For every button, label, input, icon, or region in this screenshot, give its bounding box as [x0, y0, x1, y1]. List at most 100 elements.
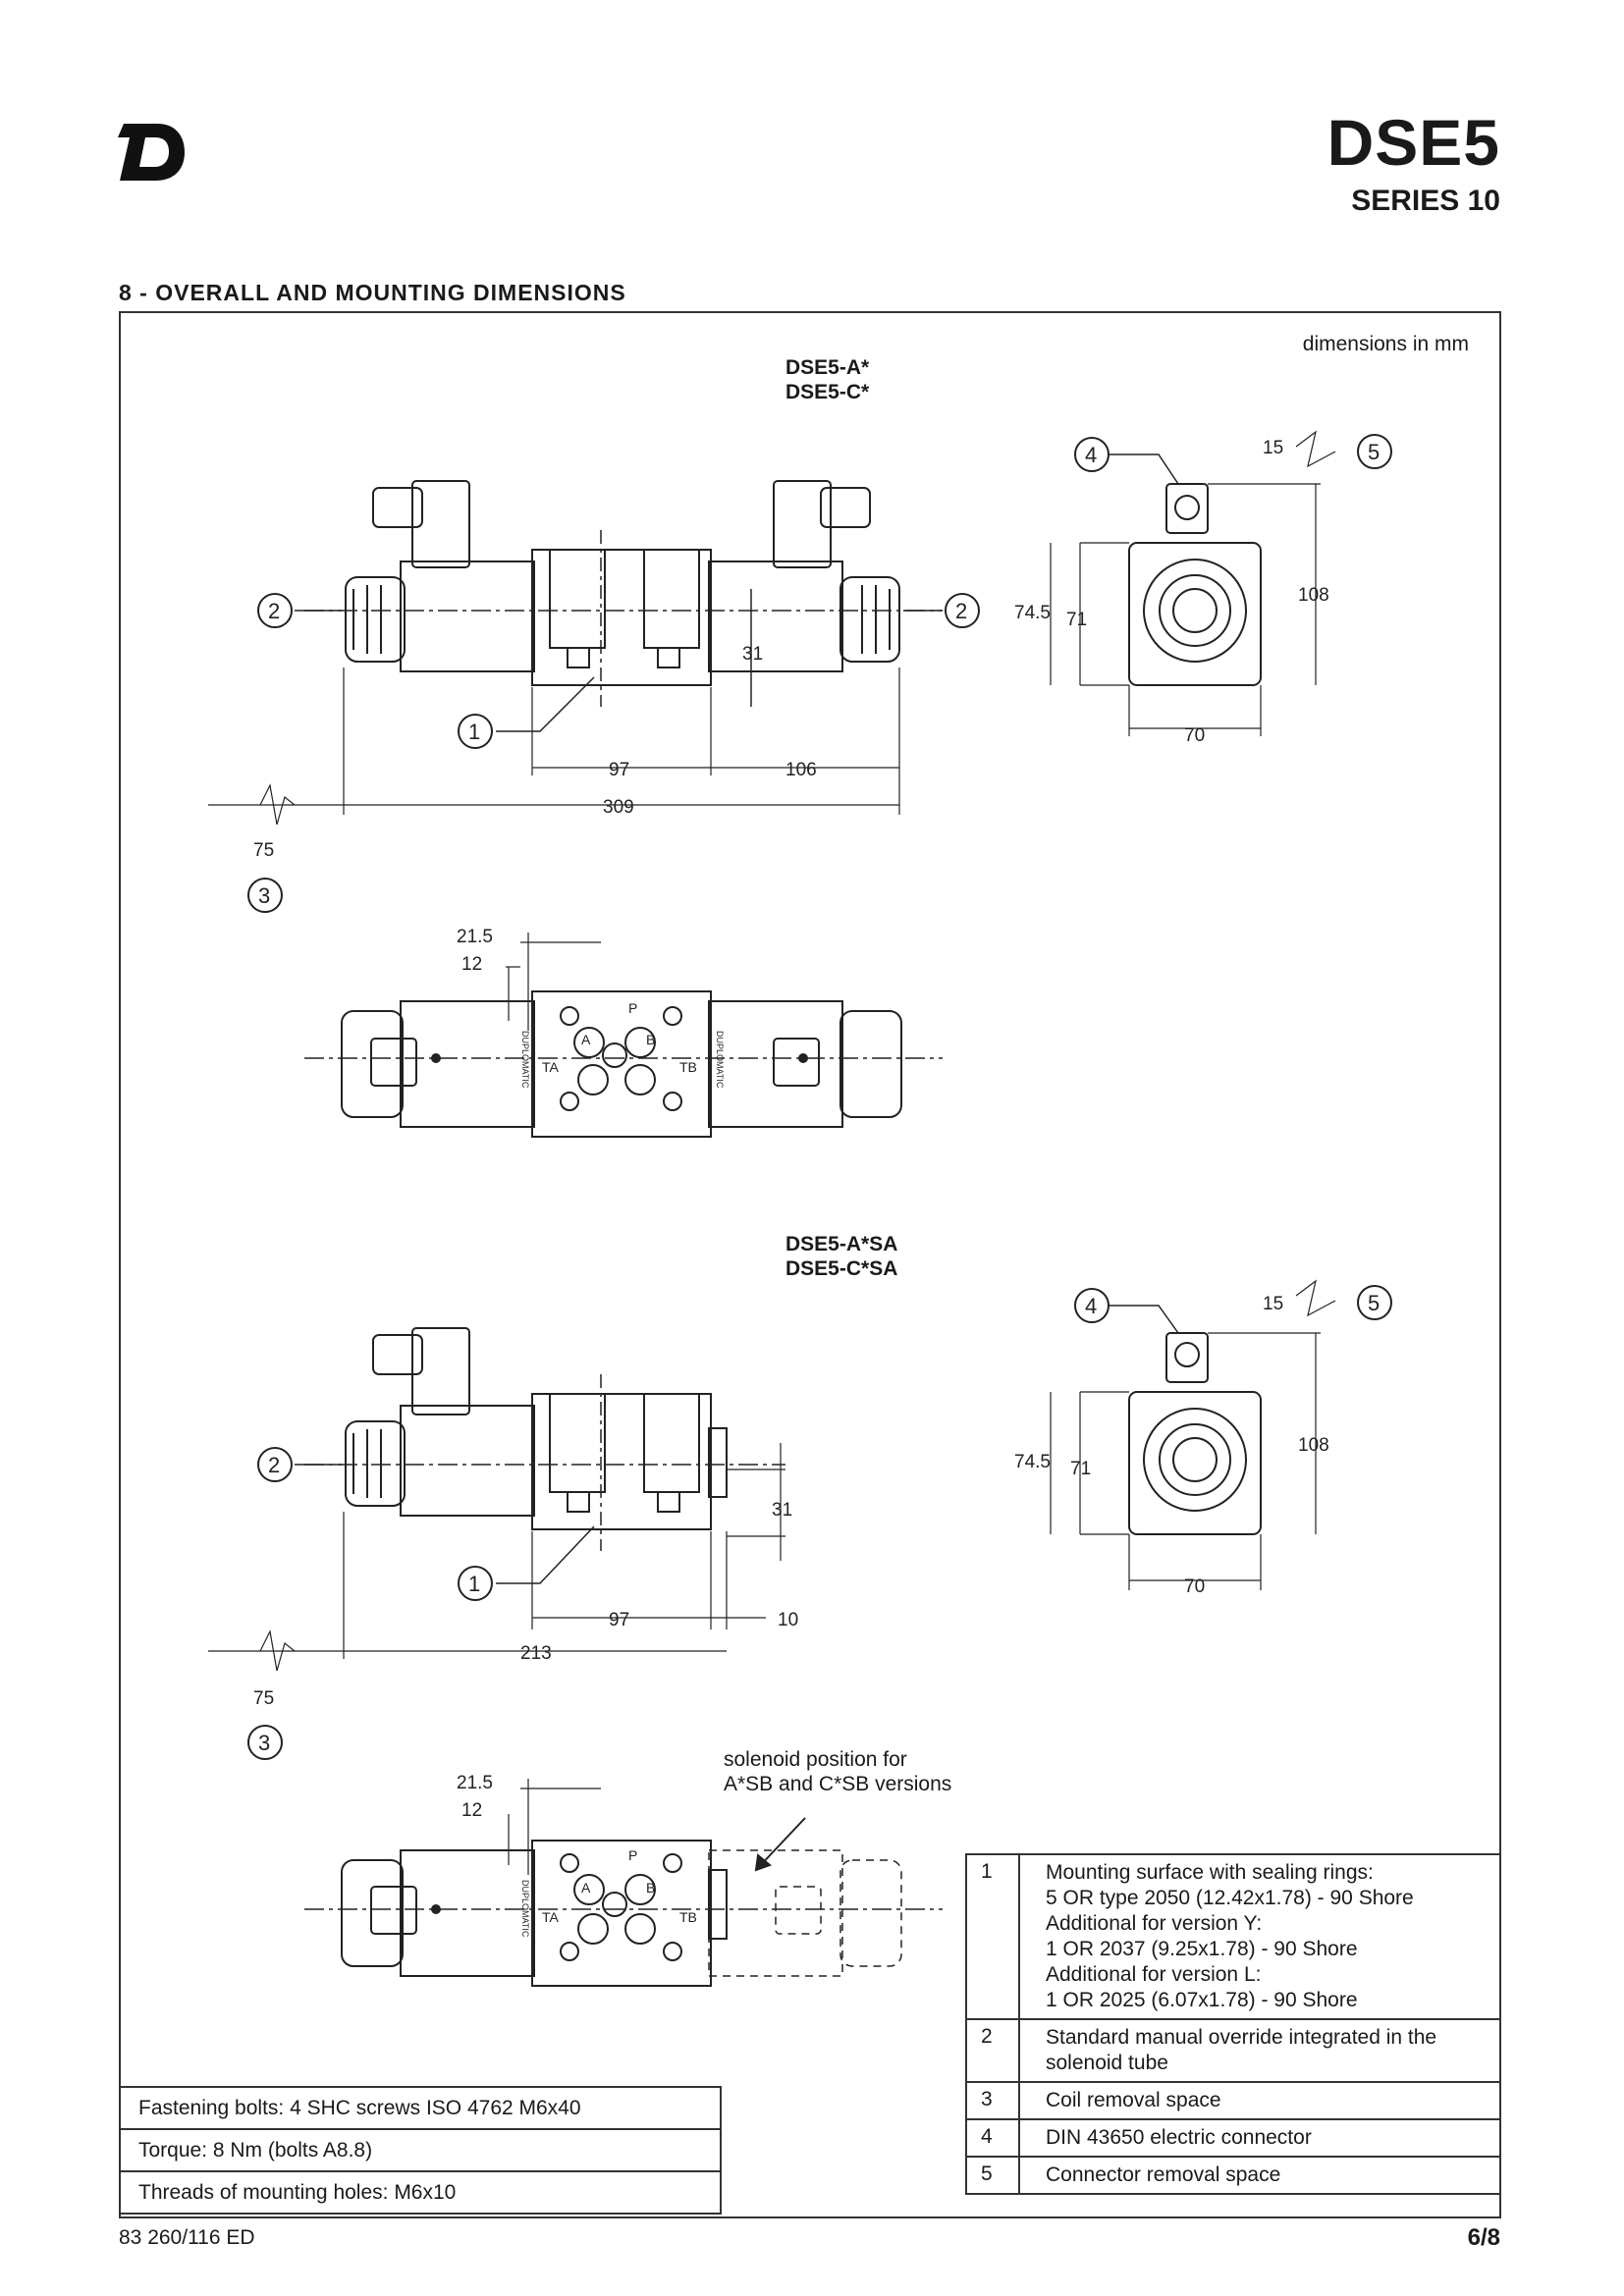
- legend-num: 3: [965, 2081, 1020, 2120]
- specs-table: Fastening bolts: 4 SHC screws ISO 4762 M…: [119, 2086, 722, 2215]
- port-ta-2: TA: [542, 1909, 560, 1925]
- dim-106: 106: [785, 760, 817, 780]
- brand-mark-left-1: DUPLOMATIC: [520, 1031, 530, 1089]
- dim-74-5-top: 74.5: [1014, 603, 1051, 623]
- mounting-face-view-2: [304, 1779, 943, 1987]
- series-subtitle: SERIES 10: [1351, 185, 1500, 217]
- callout-4-top: 4: [1085, 443, 1097, 467]
- document-code: 83 260/116 ED: [119, 2226, 255, 2249]
- legend-line: 5 OR type 2050 (12.42x1.78) - 90 Shore: [1046, 1887, 1414, 1909]
- callout-3-top: 3: [258, 883, 270, 908]
- legend-text: Connector removal space: [1018, 2156, 1501, 2195]
- port-a-2: A: [581, 1880, 591, 1896]
- legend-line: solenoid tube: [1046, 2052, 1168, 2074]
- legend-line: 1 OR 2037 (9.25x1.78) - 90 Shore: [1046, 1938, 1358, 1960]
- brand-mark-right-1: DUPLOMATIC: [715, 1031, 725, 1089]
- legend-row: 4 DIN 43650 electric connector: [965, 2118, 1501, 2158]
- valve-end-view-1: [1050, 430, 1336, 736]
- legend-text: Coil removal space: [1018, 2081, 1501, 2120]
- port-p: P: [628, 1000, 637, 1016]
- legend-num: 2: [965, 2018, 1020, 2083]
- dim-108-bottom: 108: [1298, 1435, 1329, 1456]
- legend-line: DIN 43650 electric connector: [1046, 2126, 1312, 2149]
- callout-5-top: 5: [1368, 440, 1380, 464]
- dim-10: 10: [778, 1610, 798, 1630]
- port-p-2: P: [628, 1847, 637, 1863]
- callout-3-bottom: 3: [258, 1731, 270, 1755]
- dim-108-top: 108: [1298, 585, 1329, 606]
- solenoid-note-line-1: solenoid position for: [724, 1748, 907, 1771]
- legend-line: Standard manual override integrated in t…: [1046, 2026, 1437, 2049]
- product-title: DSE5: [1326, 106, 1500, 179]
- dim-31-top: 31: [742, 644, 763, 665]
- solenoid-position-note: solenoid position for A*SB and C*SB vers…: [724, 1747, 951, 1796]
- legend-line: Connector removal space: [1046, 2163, 1281, 2186]
- mounting-face-view-1: [304, 933, 943, 1138]
- brand-mark-left-2: DUPLOMATIC: [520, 1880, 530, 1938]
- dim-15-top: 15: [1263, 438, 1283, 458]
- port-b-2: B: [646, 1880, 655, 1896]
- callout-2-left: 2: [268, 599, 280, 623]
- port-b: B: [646, 1032, 655, 1047]
- dim-71-bottom: 71: [1070, 1459, 1091, 1479]
- legend-line: 1 OR 2025 (6.07x1.78) - 90 Shore: [1046, 1989, 1358, 2011]
- legend-num: 4: [965, 2118, 1020, 2158]
- company-logo: [118, 124, 185, 181]
- dim-97-top: 97: [609, 760, 629, 780]
- legend-text: DIN 43650 electric connector: [1018, 2118, 1501, 2158]
- dim-12-top: 12: [461, 954, 482, 975]
- dim-97-bottom: 97: [609, 1610, 629, 1630]
- model-label-csa: DSE5-C*SA: [785, 1257, 898, 1280]
- callout-1-top: 1: [468, 720, 480, 744]
- port-ta: TA: [542, 1059, 560, 1075]
- model-label-a: DSE5-A*: [785, 356, 870, 379]
- legend-text: Standard manual override integrated in t…: [1018, 2018, 1501, 2083]
- dim-15-bottom: 15: [1263, 1294, 1283, 1314]
- dim-75-top: 75: [253, 840, 274, 861]
- section-title: 8 - OVERALL AND MOUNTING DIMENSIONS: [119, 280, 626, 305]
- callout-5-bottom: 5: [1368, 1291, 1380, 1315]
- dim-213: 213: [520, 1643, 552, 1664]
- dim-309: 309: [603, 797, 634, 818]
- legend-line: Additional for version L:: [1046, 1963, 1262, 1986]
- dim-70-bottom: 70: [1184, 1576, 1205, 1597]
- legend-row: 1 Mounting surface with sealing rings: 5…: [965, 1853, 1501, 2020]
- port-tb-2: TB: [679, 1909, 697, 1925]
- legend-row: 2 Standard manual override integrated in…: [965, 2018, 1501, 2083]
- dim-71-top: 71: [1066, 610, 1087, 630]
- callout-2-right: 2: [955, 599, 967, 623]
- legend-row: 5 Connector removal space: [965, 2156, 1501, 2195]
- dim-75-bottom: 75: [253, 1688, 274, 1709]
- dim-74-5-bottom: 74.5: [1014, 1452, 1051, 1472]
- port-a: A: [581, 1032, 591, 1047]
- valve-end-view-2: [1050, 1279, 1336, 1590]
- callout-1-bottom: 1: [468, 1572, 480, 1596]
- spec-threads: Threads of mounting holes: M6x10: [119, 2170, 722, 2215]
- dim-31-bottom: 31: [772, 1500, 792, 1521]
- port-tb: TB: [679, 1059, 697, 1075]
- dim-12-bottom: 12: [461, 1800, 482, 1821]
- legend-num: 5: [965, 2156, 1020, 2195]
- spec-torque: Torque: 8 Nm (bolts A8.8): [119, 2128, 722, 2172]
- legend-line: Mounting surface with sealing rings:: [1046, 1861, 1374, 1884]
- legend-table: 1 Mounting surface with sealing rings: 5…: [965, 1853, 1501, 2195]
- callout-2-bottom: 2: [268, 1453, 280, 1477]
- legend-line: Coil removal space: [1046, 2089, 1221, 2111]
- model-label-c: DSE5-C*: [785, 381, 870, 403]
- legend-num: 1: [965, 1853, 1020, 2020]
- page-number: 6/8: [1467, 2224, 1500, 2251]
- legend-line: Additional for version Y:: [1046, 1912, 1263, 1935]
- legend-text: Mounting surface with sealing rings: 5 O…: [1018, 1853, 1501, 2020]
- valve-side-view-single: [208, 1327, 785, 1672]
- dim-21-5-bottom: 21.5: [457, 1773, 493, 1793]
- units-note: dimensions in mm: [1302, 333, 1469, 355]
- valve-side-view-double: [208, 480, 943, 826]
- spec-bolts: Fastening bolts: 4 SHC screws ISO 4762 M…: [119, 2086, 722, 2130]
- model-label-asa: DSE5-A*SA: [785, 1233, 898, 1255]
- legend-row: 3 Coil removal space: [965, 2081, 1501, 2120]
- solenoid-note-line-2: A*SB and C*SB versions: [724, 1773, 952, 1795]
- dim-70-top: 70: [1184, 725, 1205, 746]
- dim-21-5-top: 21.5: [457, 927, 493, 947]
- callout-4-bottom: 4: [1085, 1294, 1097, 1318]
